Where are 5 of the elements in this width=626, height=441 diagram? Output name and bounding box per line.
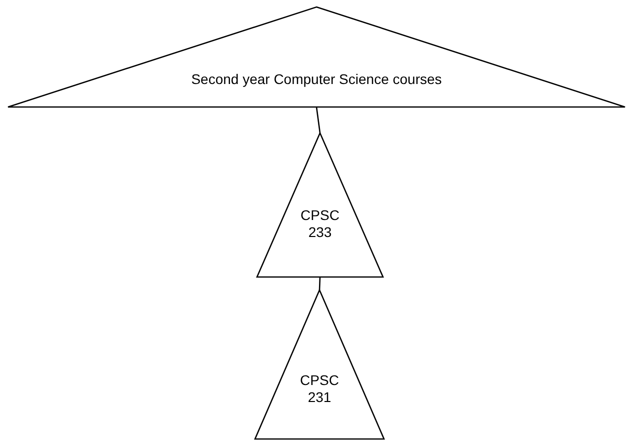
node-label: CPSC 231 bbox=[299, 372, 340, 406]
node-label: CPSC 233 bbox=[300, 207, 340, 241]
connector-line bbox=[318, 276, 321, 290]
node-label: Second year Computer Science courses bbox=[190, 71, 443, 88]
connector-line bbox=[316, 106, 321, 134]
